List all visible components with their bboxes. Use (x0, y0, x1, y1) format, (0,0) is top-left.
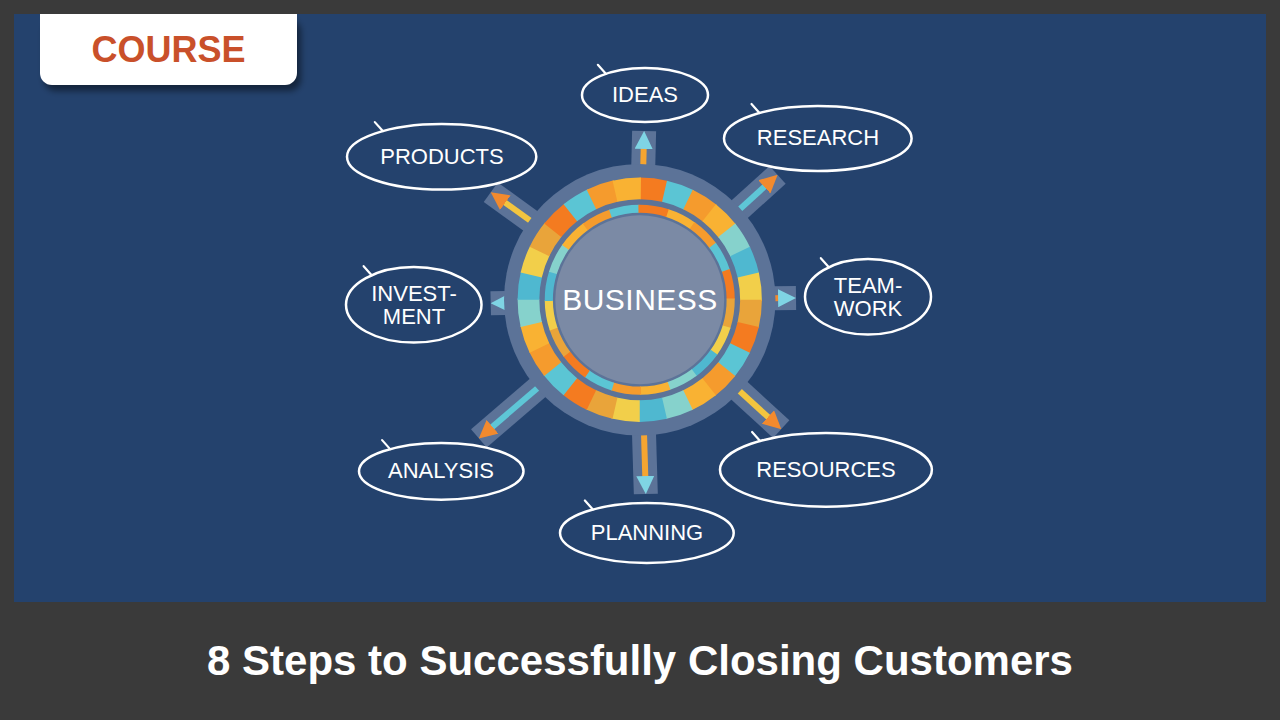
pen-flick (752, 432, 760, 441)
course-tab-top (40, 14, 297, 28)
ellipse-line (346, 267, 482, 343)
arrow-group (739, 390, 782, 429)
arrow-connector (488, 387, 539, 430)
arrow-connector (739, 390, 773, 421)
topic-ellipse: PRODUCTS (345, 122, 538, 192)
ellipse-line (560, 503, 734, 563)
arrow-halo (479, 387, 539, 438)
pen-flick (375, 122, 383, 131)
arrow-group (774, 297, 796, 298)
blue-panel (14, 14, 1266, 602)
title-bar: 8 Steps to Successfully Closing Customer… (0, 602, 1280, 720)
arrow-connector (739, 183, 769, 210)
ring-segment (611, 383, 641, 395)
topic-text: RESEARCH (757, 126, 879, 149)
topic-text: ANALYSIS (388, 459, 494, 482)
arrow-halo (644, 434, 646, 494)
course-tab (40, 14, 297, 85)
topic-text: PLANNING (591, 521, 703, 544)
ring-segment (613, 178, 641, 202)
topic-ellipse: IDEAS (580, 66, 710, 124)
topic-text: RESOURCES (756, 458, 895, 481)
pen-flick (821, 258, 829, 267)
topic-ellipse: RESOURCES (718, 431, 934, 509)
ellipse-line (359, 443, 523, 500)
arrow-halo (739, 390, 782, 429)
ellipse-line (347, 124, 536, 190)
arrow-group (643, 131, 645, 166)
ring-segment (639, 205, 669, 217)
arrow-connector (501, 199, 532, 221)
arrow-group (479, 387, 539, 438)
arrow-group (739, 175, 778, 210)
topic-text: INVEST- MENT (371, 282, 457, 328)
ellipse-line (724, 105, 912, 170)
pen-flick (382, 440, 390, 449)
arrow-halo (631, 131, 656, 166)
arrow-halo (774, 286, 796, 310)
topic-text: IDEAS (612, 83, 678, 106)
topic-text: PRODUCTS (380, 145, 503, 168)
ring-halo (504, 164, 775, 435)
ring-segment (738, 273, 762, 301)
topic-ellipse: ANALYSIS (357, 441, 525, 502)
arrow-group (491, 302, 507, 303)
topic-text: TEAM- WORK (834, 274, 902, 320)
topic-ellipse: TEAM- WORK (803, 257, 933, 337)
label-text: COURSE (91, 29, 245, 71)
ellipse-line (582, 68, 708, 122)
ring-segment (545, 271, 557, 301)
pen-flick (752, 104, 760, 113)
ring-segment (639, 398, 667, 422)
pen-flick (598, 65, 606, 74)
arrow-connector (640, 143, 647, 166)
topic-ellipse: RESEARCH (722, 104, 914, 173)
arrow-group (644, 434, 646, 494)
arrow-halo (491, 192, 532, 221)
course-tag: COURSE (40, 14, 297, 85)
ellipse-line (805, 259, 931, 335)
course-title: 8 Steps to Successfully Closing Customer… (207, 637, 1073, 685)
topic-ellipse: INVEST- MENT (344, 265, 484, 345)
hub-title: BUSINESS (562, 284, 718, 316)
pen-flick (364, 266, 372, 275)
arrow-halo (491, 291, 507, 315)
arrow-halo (739, 175, 778, 210)
ring-segment (518, 299, 542, 327)
arrow-connector (644, 434, 645, 482)
arrow-group (491, 192, 532, 221)
hub-core (556, 216, 725, 385)
topic-ellipse: PLANNING (558, 501, 736, 565)
hub-circle: BUSINESS (504, 164, 775, 435)
ellipse-line (720, 433, 932, 507)
pen-flick (585, 500, 593, 509)
ring-segment (723, 299, 735, 329)
